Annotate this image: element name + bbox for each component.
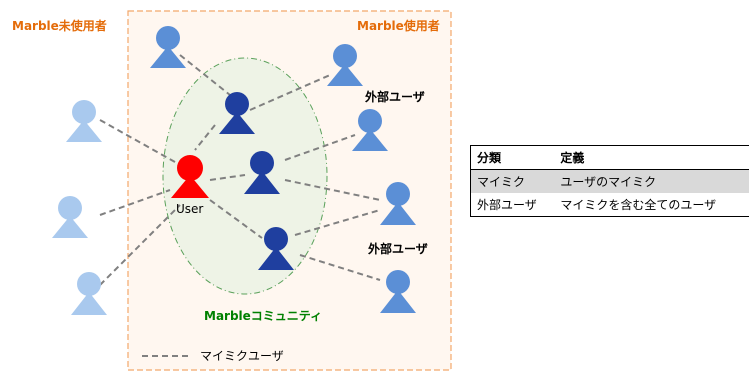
person-icon [258,227,294,270]
non-user-label: Marble未使用者 [12,19,107,33]
legend-label: マイミクユーザ [200,349,284,363]
table-cell: ユーザのマイミク [554,169,749,193]
user-label: Marble使用者 [357,19,440,33]
table-cell: マイミク [470,169,555,193]
table-header: 分類 [470,145,555,170]
person-icon [380,270,416,313]
table-header: 定義 [554,145,749,170]
table-row: マイミク ユーザのマイミク [470,169,749,193]
person-icon [244,151,280,194]
table-row: 外部ユーザ マイミクを含む全てのユーザ [470,193,749,217]
center-user-label: User [176,202,204,216]
classification-table: 分類 定義 マイミク ユーザのマイミク 外部ユーザ マイミクを含む全てのユーザ [470,145,749,217]
person-icon [219,92,255,134]
table-cell: マイミクを含む全てのユーザ [554,193,749,217]
person-icon [52,196,88,238]
community-label: Marbleコミュニティ [204,309,323,323]
user-icon [171,155,209,198]
external-user-label: 外部ユーザ [365,90,425,104]
person-icon [327,44,363,86]
external-user-label: 外部ユーザ [368,242,428,256]
table-header-row: 分類 定義 [470,145,749,170]
person-icon [150,26,186,68]
person-icon [71,272,107,315]
person-icon [66,100,102,142]
person-icon [380,182,416,225]
table-cell: 外部ユーザ [470,193,555,217]
connection-lines [99,54,381,286]
person-icon [352,109,388,151]
